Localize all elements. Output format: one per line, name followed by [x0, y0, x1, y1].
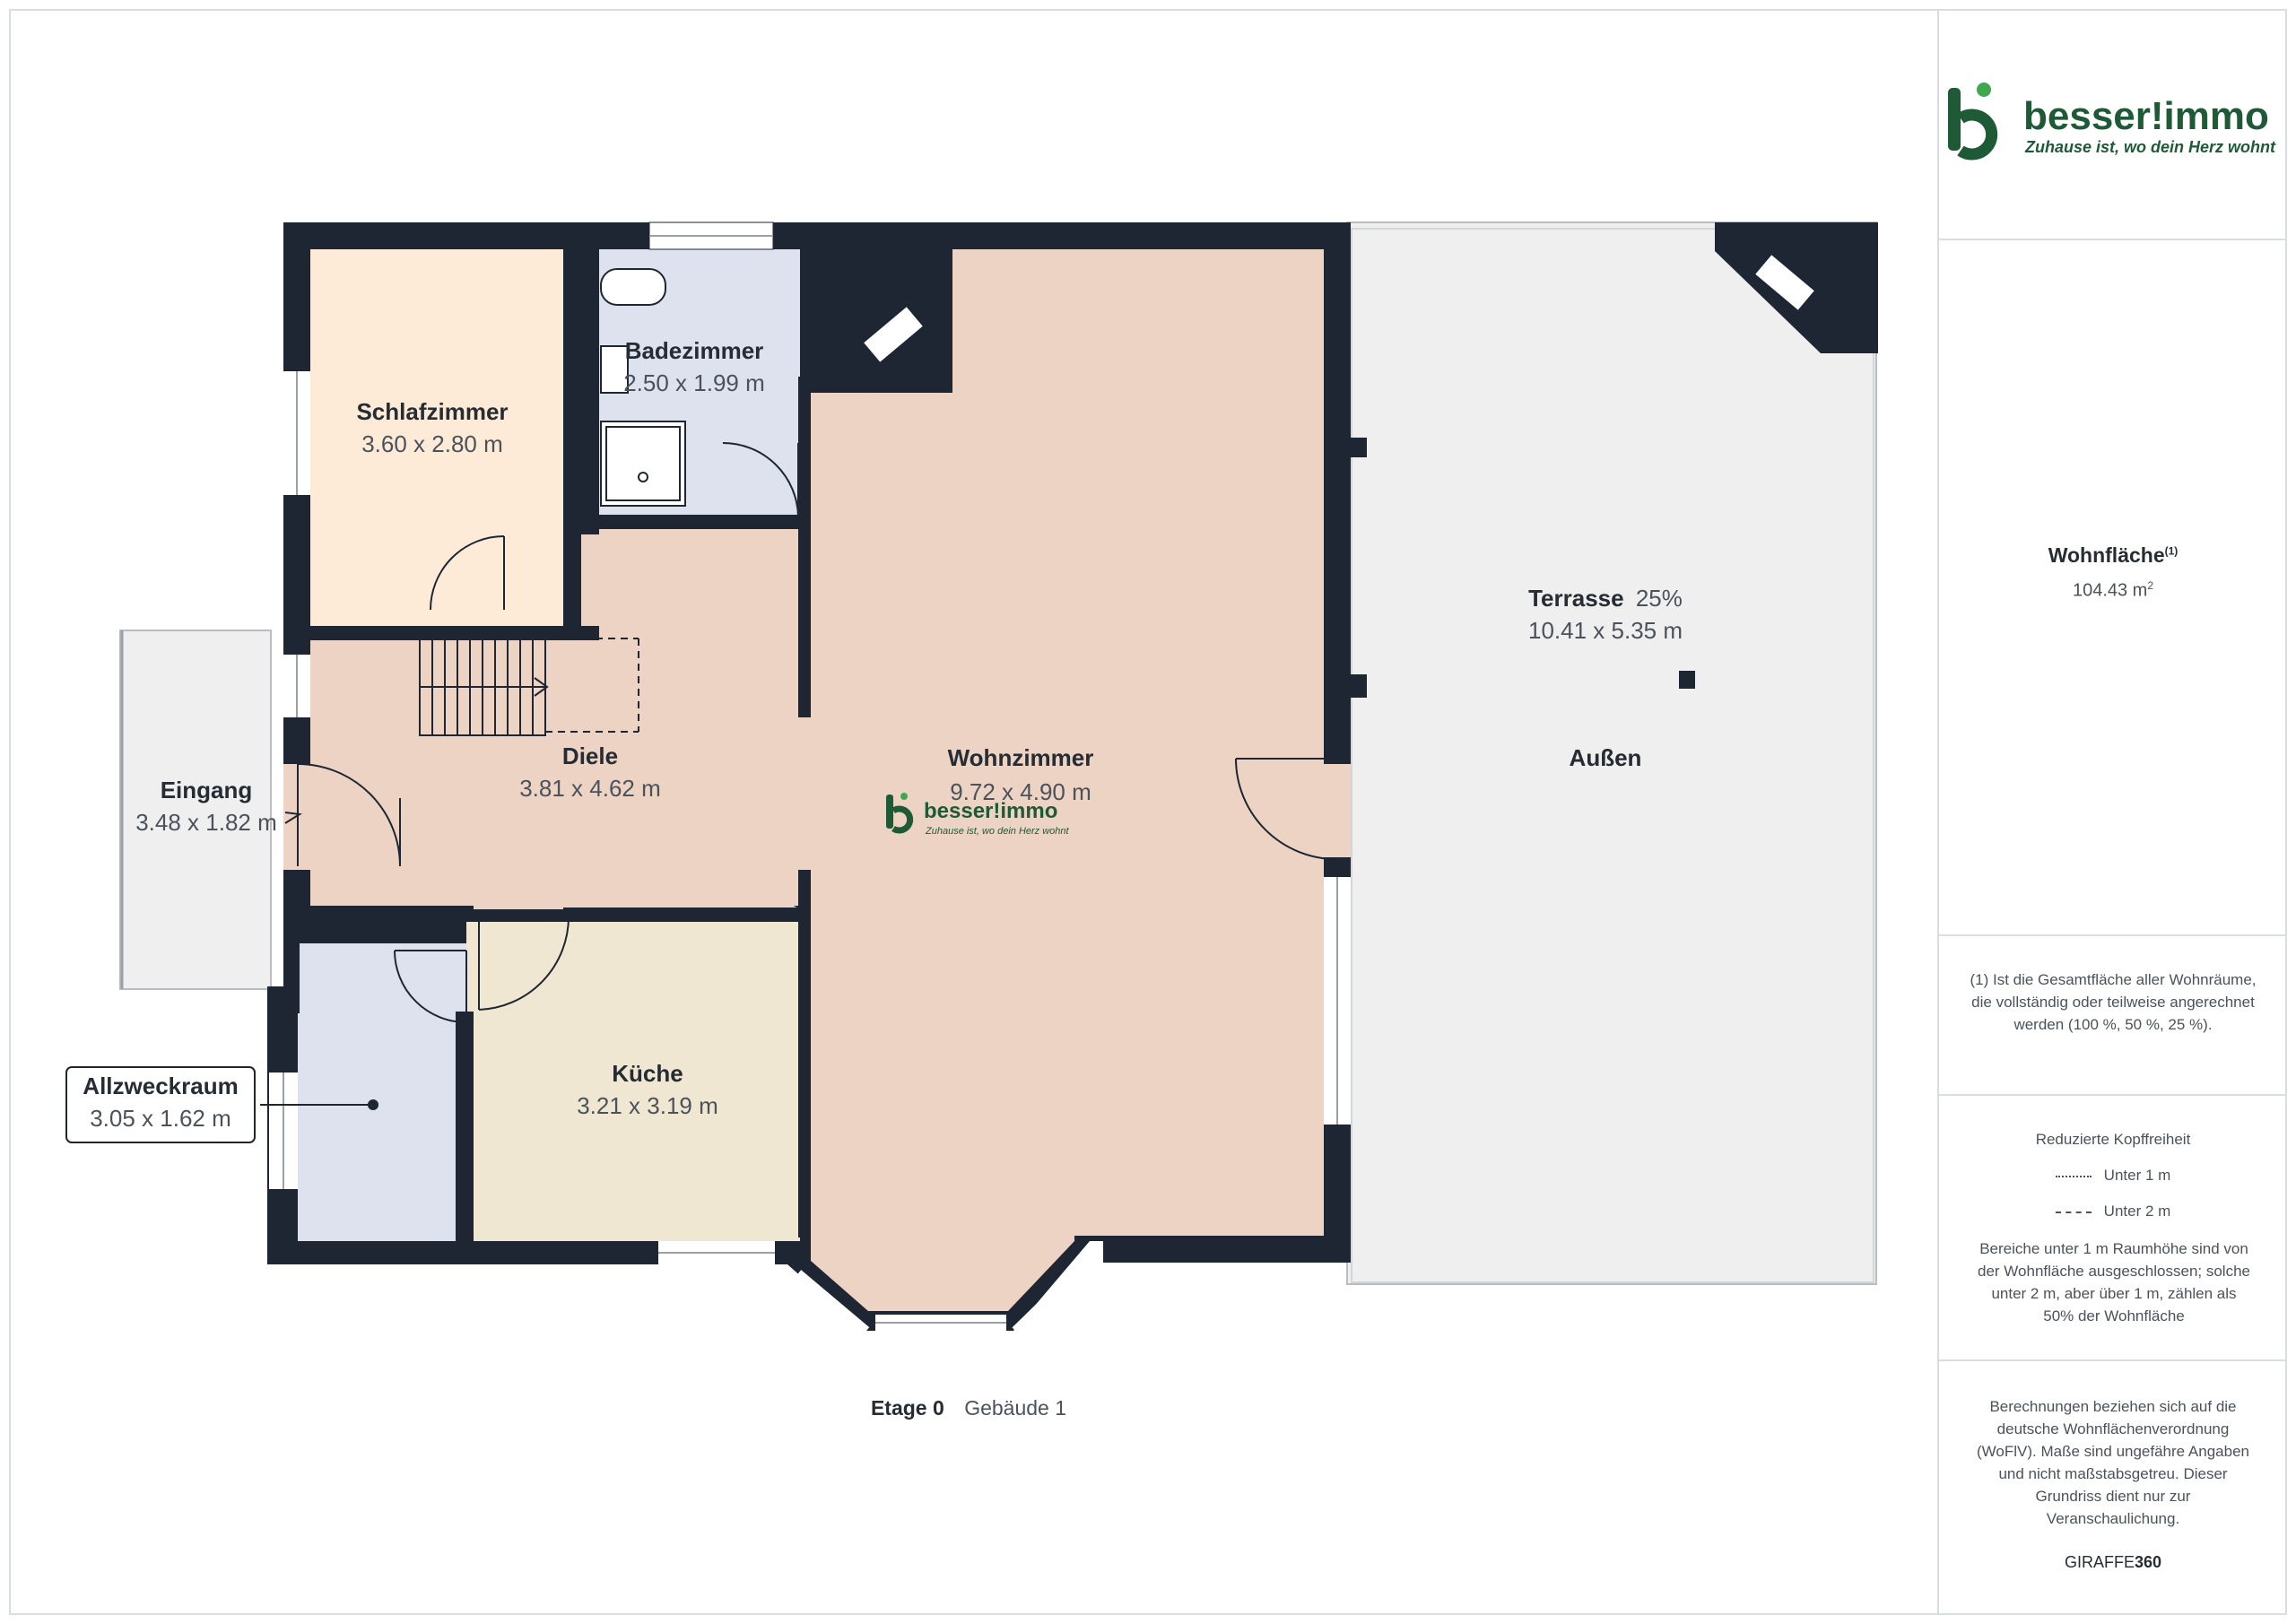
area-footnote: (1) Ist die Gesamtfläche aller Wohnräume…: [1970, 971, 2257, 1033]
label-eingang: Eingang: [161, 777, 253, 803]
sidebar: besser!immo Zuhause ist, wo dein Herz wo…: [1937, 9, 2287, 1615]
legend-dotted-line: [2055, 1175, 2092, 1177]
floor-caption: Etage 0 Gebäude 1: [871, 1396, 1066, 1420]
door-terrace: [1235, 758, 1337, 860]
label-kueche: Küche: [612, 1060, 683, 1087]
sidebar-area-section: Wohnfläche(1) 104.43 m2: [1939, 240, 2287, 936]
label-badezimmer: Badezimmer: [625, 337, 764, 364]
brand-logo: besser!immo Zuhause ist, wo dein Herz wo…: [1948, 83, 2276, 161]
room-kueche: [474, 922, 800, 1241]
door-bedroom: [430, 535, 505, 611]
disclaimer: Berechnungen beziehen sich auf die deuts…: [1977, 1398, 2249, 1527]
credit: GIRAFFE360: [1939, 1553, 2287, 1572]
watermark-logo: besser!immo Zuhause ist, wo dein Herz wo…: [886, 793, 1070, 837]
watermark-brand: besser!immo: [924, 799, 1057, 823]
sidebar-footnote-section: (1) Ist die Gesamtfläche aller Wohnräume…: [1939, 936, 2287, 1096]
dims-badezimmer: 2.50 x 1.99 m: [623, 369, 765, 396]
legend-under1: Unter 1 m: [2103, 1167, 2171, 1184]
headroom-title: Reduzierte Kopffreiheit: [2035, 1131, 2191, 1148]
page-frame: [9, 9, 2287, 1615]
door-kitchen: [478, 916, 570, 1011]
dims-terrasse: 10.41 x 5.35 m: [1528, 617, 1683, 644]
brand-tagline: Zuhause ist, wo dein Herz wohnt: [2024, 138, 2276, 156]
dims-eingang: 3.48 x 1.82 m: [135, 809, 277, 836]
brand-name: besser!immo: [2023, 94, 2269, 138]
sidebar-disclaimer-section: Berechnungen beziehen sich auf die deuts…: [1939, 1361, 2287, 1613]
label-aussen: Außen: [1570, 744, 1642, 771]
area-value: 104.43 m: [2072, 580, 2148, 601]
staircase: [419, 638, 639, 736]
credit-a: GIRAFFE: [2064, 1553, 2135, 1571]
label-diele: Diele: [562, 743, 618, 769]
callout-allzweckraum: Allzweckraum 3.05 x 1.62 m: [65, 1066, 256, 1143]
legend-dashed-line: [2055, 1211, 2092, 1213]
label-allzweckraum: Allzweckraum: [83, 1073, 238, 1099]
room-allzweckraum: [298, 1012, 457, 1241]
floor-plan: Schlafzimmer 3.60 x 2.80 m Badezimmer 2.…: [65, 221, 1878, 1420]
bathroom-fixtures: [600, 268, 686, 507]
room-schlafzimmer: [310, 249, 563, 626]
label-terrasse: Terrasse 25%: [1528, 585, 1683, 612]
dims-allzweckraum: 3.05 x 1.62 m: [90, 1105, 231, 1132]
dims-wohnzimmer: 9.72 x 4.90 m: [950, 778, 1091, 805]
legend-under2: Unter 2 m: [2103, 1203, 2171, 1220]
area-sup: (1): [2164, 544, 2179, 558]
dims-schlafzimmer: 3.60 x 2.80 m: [361, 430, 503, 457]
door-utility: [394, 950, 467, 1023]
door-bathroom: [722, 442, 799, 517]
sidebar-headroom-section: Reduzierte Kopffreiheit Unter 1 m Unter …: [1939, 1096, 2287, 1361]
label-schlafzimmer: Schlafzimmer: [356, 398, 508, 425]
area-unit-sup: 2: [2147, 579, 2154, 592]
label-wohnzimmer: Wohnzimmer: [948, 744, 1094, 771]
dims-kueche: 3.21 x 3.19 m: [577, 1092, 718, 1119]
headroom-note: Bereiche unter 1 m Raumhöhe sind von der…: [1978, 1240, 2250, 1324]
sidebar-logo-section: besser!immo Zuhause ist, wo dein Herz wo…: [1939, 9, 2287, 240]
credit-b: 360: [2134, 1553, 2162, 1571]
area-label: Wohnfläche: [2048, 543, 2165, 567]
watermark-tagline: Zuhause ist, wo dein Herz wohnt: [925, 826, 1070, 837]
room-eingang: [119, 630, 272, 990]
room-terrasse: [1346, 221, 1877, 1285]
dims-diele: 3.81 x 4.62 m: [519, 775, 661, 802]
